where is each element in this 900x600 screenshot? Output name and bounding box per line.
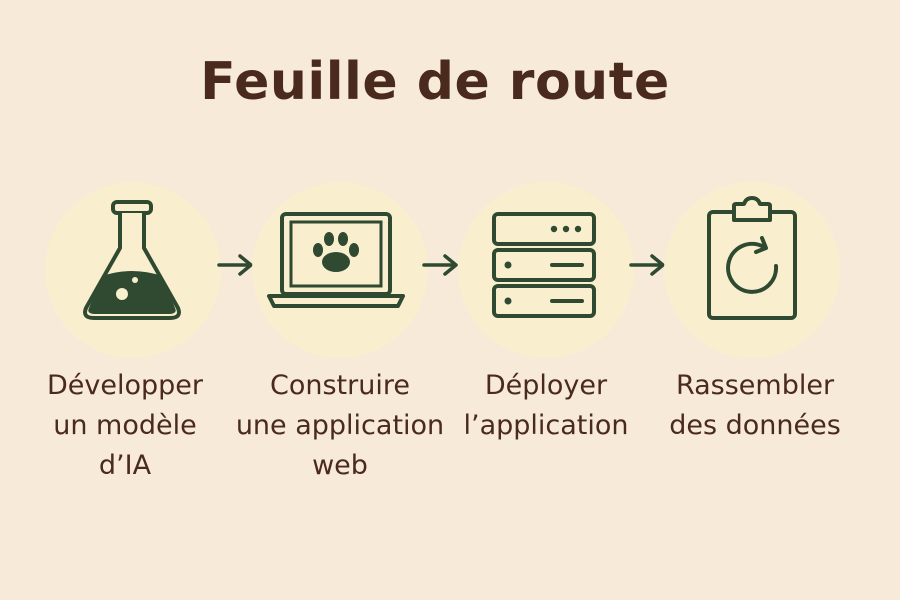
flask-icon bbox=[83, 200, 181, 320]
arrow-right-icon bbox=[422, 254, 458, 276]
step-2-label-line-1: Construire bbox=[270, 370, 410, 401]
step-2-label-line-3: web bbox=[312, 450, 368, 481]
page-title: Feuille de route bbox=[200, 52, 670, 112]
server-icon bbox=[492, 212, 596, 318]
step-4-label: Rassembler des données bbox=[645, 366, 865, 446]
step-3-label: Déployer l’application bbox=[436, 366, 656, 446]
step-3-label-line-1: Déployer bbox=[484, 370, 608, 401]
step-1-label-line-3: d’IA bbox=[98, 450, 152, 481]
arrow-right-icon bbox=[629, 254, 665, 276]
step-1-label-line-2: un modèle bbox=[53, 410, 197, 441]
step-1-label: Développer un modèle d’IA bbox=[15, 366, 235, 486]
step-2-label: Construire une application web bbox=[230, 366, 450, 486]
step-3-label-line-2: l’application bbox=[463, 410, 629, 441]
clipboard-refresh-icon bbox=[707, 196, 797, 320]
step-4-label-line-1: Rassembler bbox=[675, 370, 835, 401]
laptop-paw-icon bbox=[267, 212, 405, 308]
step-4-label-line-2: des données bbox=[669, 410, 841, 441]
step-1-label-line-1: Développer bbox=[46, 370, 203, 401]
step-2-label-line-2: une application bbox=[235, 410, 445, 441]
arrow-right-icon bbox=[217, 254, 253, 276]
